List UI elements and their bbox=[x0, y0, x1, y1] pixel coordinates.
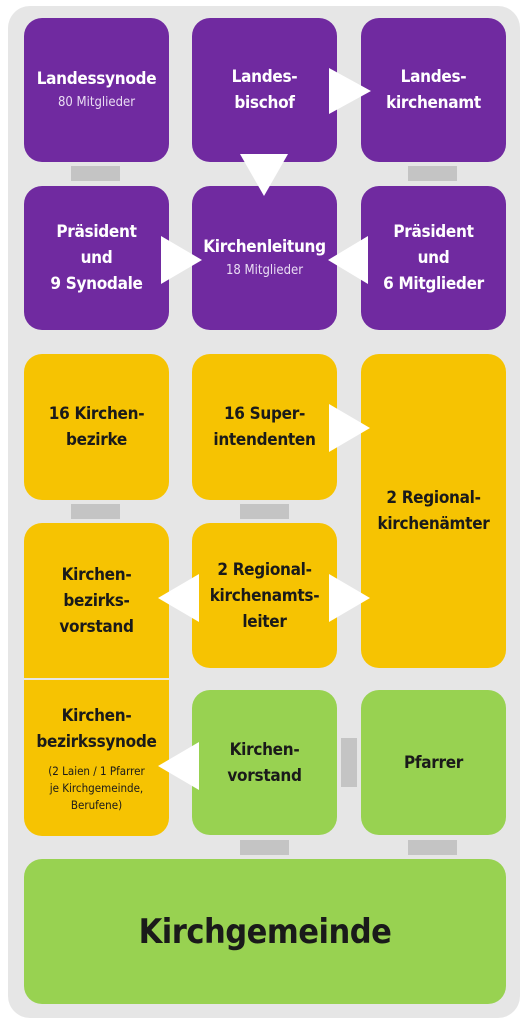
regionalkirchenamtsleiter-title: 2 Regional- kirchenamts- leiter bbox=[209, 559, 320, 632]
pfarrer-title: Pfarrer bbox=[403, 752, 464, 773]
landessynode-title: Landessynode bbox=[36, 69, 157, 89]
kirchenbezirksvorstand-box: Kirchen- bezirks- vorstand bbox=[24, 523, 169, 678]
landesbischof-box: Landes- bischof bbox=[192, 18, 337, 162]
arrow-leiter-to-regionalkirchenaemter bbox=[329, 574, 370, 622]
arrow-kirchenvorstand-to-bezirkssynode bbox=[158, 742, 199, 790]
arrow-mitglieder-to-kirchenleitung bbox=[328, 236, 368, 284]
kirchgemeinde-title: Kirchgemeinde bbox=[138, 911, 392, 952]
kirchenbezirkssynode-box: Kirchen- bezirkssynode (2 Laien / 1 Pfar… bbox=[24, 680, 169, 836]
landessynode-box: Landessynode 80 Mitglieder bbox=[24, 18, 169, 162]
landeskirchenamt-title: Landes- kirchenamt bbox=[386, 67, 481, 113]
connector-superintendenten-leiter bbox=[240, 504, 289, 519]
kirchenbezirkssynode-title: Kirchen- bezirkssynode bbox=[36, 705, 157, 752]
kirchgemeinde-box: Kirchgemeinde bbox=[24, 859, 506, 1004]
kirchenbezirksvorstand-title: Kirchen- bezirks- vorstand bbox=[59, 564, 134, 637]
praesident-synodale-box: Präsident und 9 Synodale bbox=[24, 186, 169, 330]
connector-kirchenvorstand-pfarrer bbox=[341, 738, 357, 787]
kirchenvorstand-box: Kirchen- vorstand bbox=[192, 690, 337, 835]
connector-kirchenvorstand-kirchgemeinde bbox=[240, 840, 289, 855]
kirchenleitung-title: Kirchenleitung bbox=[203, 237, 326, 257]
arrow-bischof-to-kirchenleitung bbox=[240, 154, 288, 196]
landeskirchenamt-box: Landes- kirchenamt bbox=[361, 18, 506, 162]
kirchenbezirke-title: 16 Kirchen- bezirke bbox=[48, 404, 145, 450]
regionalkirchenaemter-title: 2 Regional- kirchenämter bbox=[377, 488, 490, 534]
kirchenbezirkssynode-note: (2 Laien / 1 Pfarrer je Kirchgemeinde, B… bbox=[48, 763, 145, 812]
praesident-mitglieder-title: Präsident und 6 Mitglieder bbox=[383, 222, 484, 294]
arrow-superintendenten-to-regionalkirchenaemter bbox=[329, 404, 370, 452]
pfarrer-box: Pfarrer bbox=[361, 690, 506, 835]
landesbischof-title: Landes- bischof bbox=[231, 67, 298, 113]
superintendenten-box: 16 Super- intendenten bbox=[192, 354, 337, 500]
kirchenbezirke-box: 16 Kirchen- bezirke bbox=[24, 354, 169, 500]
kirchenvorstand-title: Kirchen- vorstand bbox=[227, 739, 302, 786]
connector-pfarrer-kirchgemeinde bbox=[408, 840, 457, 855]
arrow-bischof-to-landeskirchenamt bbox=[329, 68, 371, 114]
landessynode-members: 80 Mitglieder bbox=[57, 95, 136, 110]
regionalkirchenaemter-box: 2 Regional- kirchenämter bbox=[361, 354, 506, 668]
kirchenleitung-box: Kirchenleitung 18 Mitglieder bbox=[192, 186, 337, 330]
regionalkirchenamtsleiter-box: 2 Regional- kirchenamts- leiter bbox=[192, 523, 337, 668]
superintendenten-title: 16 Super- intendenten bbox=[213, 404, 316, 450]
arrow-leiter-to-bezirksvorstand bbox=[158, 574, 199, 622]
kirchenleitung-members: 18 Mitglieder bbox=[225, 263, 304, 278]
connector-kirchenbezirke-vorstand bbox=[71, 504, 120, 519]
connector-landessynode-praesident bbox=[71, 166, 120, 181]
arrow-synodale-to-kirchenleitung bbox=[161, 236, 202, 284]
praesident-mitglieder-box: Präsident und 6 Mitglieder bbox=[361, 186, 506, 330]
praesident-synodale-title: Präsident und 9 Synodale bbox=[50, 222, 143, 294]
connector-landeskirchenamt-praesident bbox=[408, 166, 457, 181]
